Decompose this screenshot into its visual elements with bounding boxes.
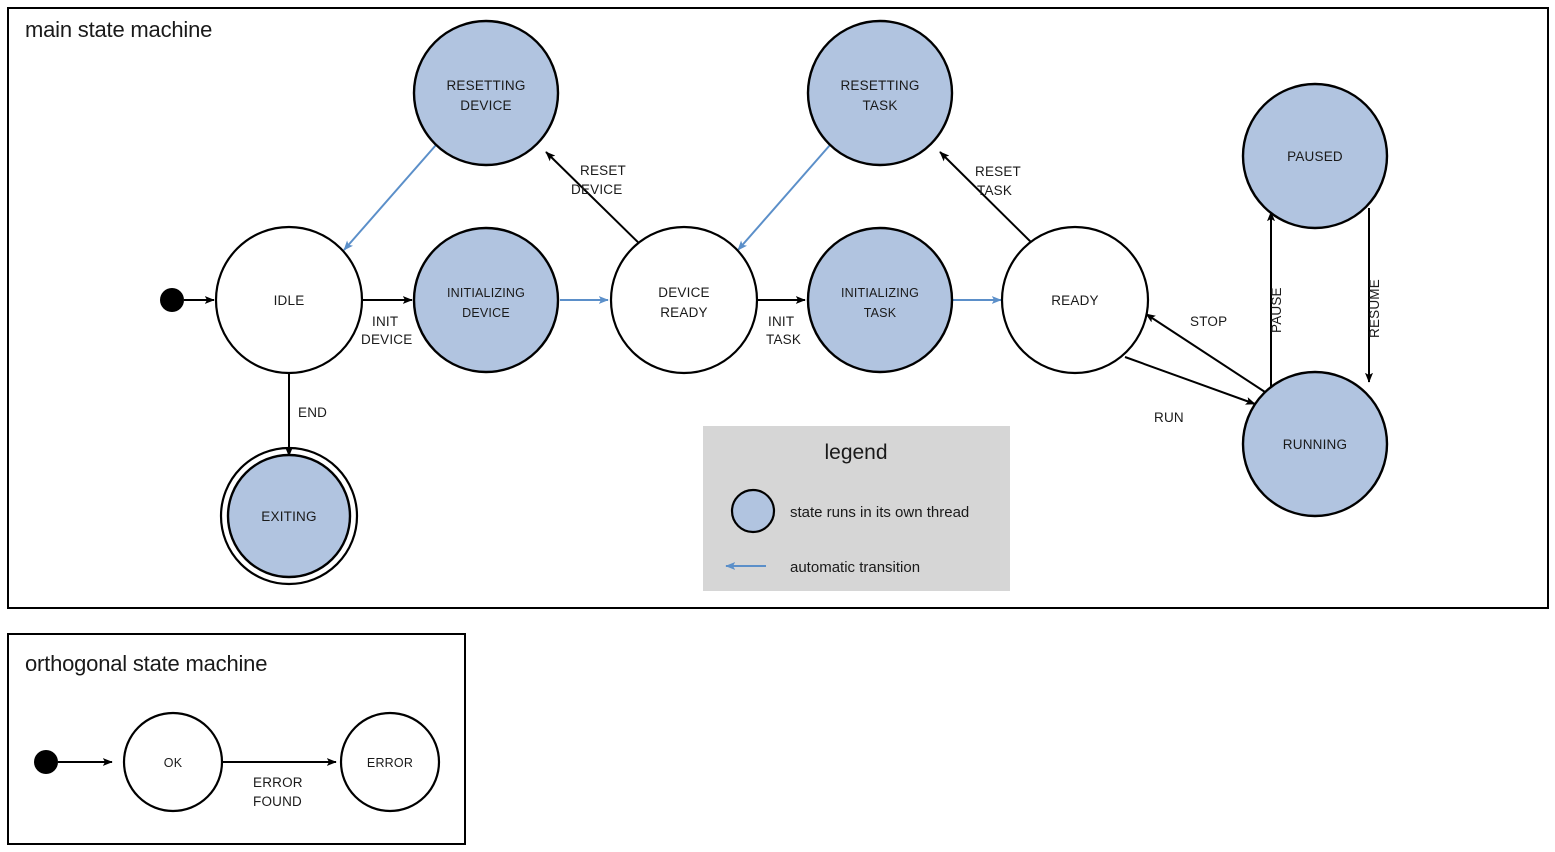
state-idle[interactable]: IDLE — [214, 225, 364, 375]
state-resetting-device-shape — [412, 19, 560, 167]
state-resetting-device-label-line2: DEVICE — [460, 98, 511, 113]
state-initializing-task-label-line1: INITIALIZING — [841, 286, 919, 300]
state-idle-label: IDLE — [274, 293, 305, 308]
edge-label-pause: PAUSE — [1269, 287, 1284, 333]
edge-ready-to-resetting-task — [939, 151, 1042, 253]
main-frame-title: main state machine — [25, 17, 212, 42]
edge-device-ready-to-resetting-device — [545, 151, 649, 253]
edge-label-end: END — [298, 405, 327, 420]
state-device-ready-label-line1: DEVICE — [658, 285, 709, 300]
orthogonal-initial-pseudostate — [34, 750, 58, 774]
state-device-ready-shape — [609, 225, 759, 375]
state-resetting-task[interactable]: RESETTING TASK — [806, 19, 954, 167]
state-ok-shape — [122, 711, 224, 813]
state-resetting-device-label-line1: RESETTING — [446, 78, 525, 93]
state-error-label: ERROR — [367, 756, 413, 770]
edge-label-stop: STOP — [1190, 314, 1227, 329]
state-initializing-task-label-line2: TASK — [864, 306, 897, 320]
edge-label-resume: RESUME — [1367, 279, 1382, 338]
state-ready-label: READY — [1051, 293, 1099, 308]
state-paused-label: PAUSED — [1287, 149, 1343, 164]
edge-resetting-device-to-idle — [343, 144, 437, 251]
state-exiting-shape — [226, 453, 352, 579]
edge-resetting-task-to-device-ready — [737, 144, 831, 251]
state-device-ready[interactable]: DEVICE READY — [609, 225, 759, 375]
edge-label-init-task-line2: TASK — [766, 332, 801, 347]
legend-thread-state-swatch — [730, 488, 776, 534]
state-error-shape — [339, 711, 441, 813]
state-resetting-task-shape — [806, 19, 954, 167]
state-initializing-device-label-line2: DEVICE — [462, 306, 510, 320]
state-device-ready-label-line2: READY — [660, 305, 708, 320]
state-initializing-task-shape — [806, 226, 954, 374]
edge-ready-to-running — [1124, 356, 1256, 405]
legend-title: legend — [824, 441, 887, 464]
edge-label-error-found-line1: ERROR — [253, 775, 303, 790]
main-initial-pseudostate — [160, 288, 184, 312]
state-initializing-device[interactable]: INITIALIZING DEVICE — [412, 226, 560, 374]
state-running-shape — [1241, 370, 1389, 518]
edge-label-run: RUN — [1154, 410, 1184, 425]
state-initializing-task[interactable]: INITIALIZING TASK — [806, 226, 954, 374]
state-initializing-device-shape — [412, 226, 560, 374]
state-paused-shape — [1241, 82, 1389, 230]
state-exiting[interactable]: EXITING — [219, 446, 359, 586]
state-error[interactable]: ERROR — [339, 711, 441, 813]
state-initializing-device-label-line1: INITIALIZING — [447, 286, 525, 300]
state-ok-label: OK — [164, 756, 183, 770]
edge-label-error-found-line2: FOUND — [253, 794, 302, 809]
state-idle-shape — [214, 225, 364, 375]
edge-label-reset-device-line2: DEVICE — [571, 182, 622, 197]
state-resetting-task-label-line2: TASK — [862, 98, 897, 113]
legend-auto-transition-text: automatic transition — [790, 559, 920, 576]
state-running-label: RUNNING — [1283, 437, 1347, 452]
state-ready-shape — [1000, 225, 1150, 375]
state-ok[interactable]: OK — [122, 711, 224, 813]
state-resetting-task-label-line1: RESETTING — [840, 78, 919, 93]
legend: legend state runs in its own thread auto… — [703, 426, 1010, 591]
state-exiting-outer-ring — [219, 446, 359, 586]
legend-thread-state-text: state runs in its own thread — [790, 504, 969, 521]
edge-label-init-device-line1: INIT — [372, 314, 398, 329]
edge-label-reset-task-line2: TASK — [977, 183, 1012, 198]
edge-running-to-ready — [1145, 313, 1266, 393]
state-running[interactable]: RUNNING — [1241, 370, 1389, 518]
state-exiting-label: EXITING — [261, 509, 316, 524]
state-paused[interactable]: PAUSED — [1241, 82, 1389, 230]
edge-label-reset-task-line1: RESET — [975, 164, 1021, 179]
edge-label-reset-device-line1: RESET — [580, 163, 626, 178]
state-resetting-device[interactable]: RESETTING DEVICE — [412, 19, 560, 167]
edge-label-init-task-line1: INIT — [768, 314, 794, 329]
orthogonal-frame-title: orthogonal state machine — [25, 651, 267, 676]
edge-label-init-device-line2: DEVICE — [361, 332, 412, 347]
state-ready[interactable]: READY — [1000, 225, 1150, 375]
